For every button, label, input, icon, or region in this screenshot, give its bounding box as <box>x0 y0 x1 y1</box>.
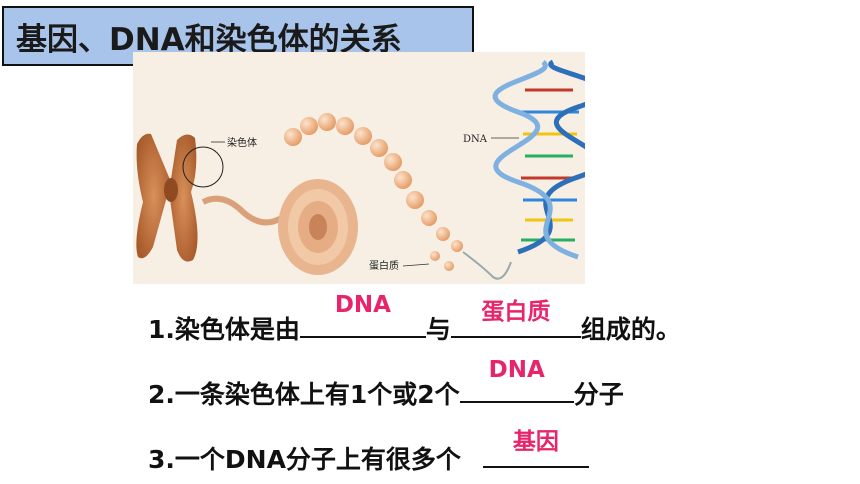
protein-pointer-line <box>402 263 430 267</box>
question-3-prefix: 3.一个DNA分子上有很多个 <box>148 445 461 474</box>
chromosome-shape <box>136 133 198 262</box>
chromosome-highlight-circle <box>182 146 224 188</box>
protein-label: 蛋白质 <box>369 259 399 272</box>
dna-double-helix <box>492 59 585 260</box>
chromosome-label: 染色体 <box>227 136 257 149</box>
figure-background <box>133 52 585 284</box>
dna-strand-tail <box>462 251 512 280</box>
question-1: 1.染色体是由 DNA 与 蛋白质组成的。 <box>148 292 681 346</box>
nucleosome-beads <box>284 113 463 271</box>
question-2-suffix: 分子 <box>573 380 624 409</box>
question-3: 3.一个DNA分子上有很多个 基因 <box>148 429 589 476</box>
question-2-prefix: 2.一条染色体上有1个或2个 <box>148 380 460 409</box>
answer-1b: 蛋白质 <box>481 299 551 325</box>
question-1-prefix: 1.染色体是由 <box>148 315 300 344</box>
answer-blank-3: 基因 <box>482 429 589 468</box>
answer-blank-2: DNA <box>459 357 574 403</box>
fiber-tail <box>201 195 285 226</box>
answer-blank-1a: DNA <box>299 292 426 338</box>
question-1-middle: 与 <box>425 315 451 344</box>
dna-label: DNA <box>463 134 488 145</box>
answer-2: DNA <box>488 357 545 383</box>
answer-1a: DNA <box>334 292 391 318</box>
question-2: 2.一条染色体上有1个或2个 DNA 分子 <box>148 357 624 411</box>
answer-blank-1b: 蛋白质 <box>450 299 581 338</box>
answer-3: 基因 <box>512 429 559 455</box>
coiled-fiber <box>278 179 358 275</box>
question-1-suffix: 组成的。 <box>580 315 681 344</box>
chromosome-dna-illustration: 染色体 蛋白质 DNA <box>133 52 585 284</box>
